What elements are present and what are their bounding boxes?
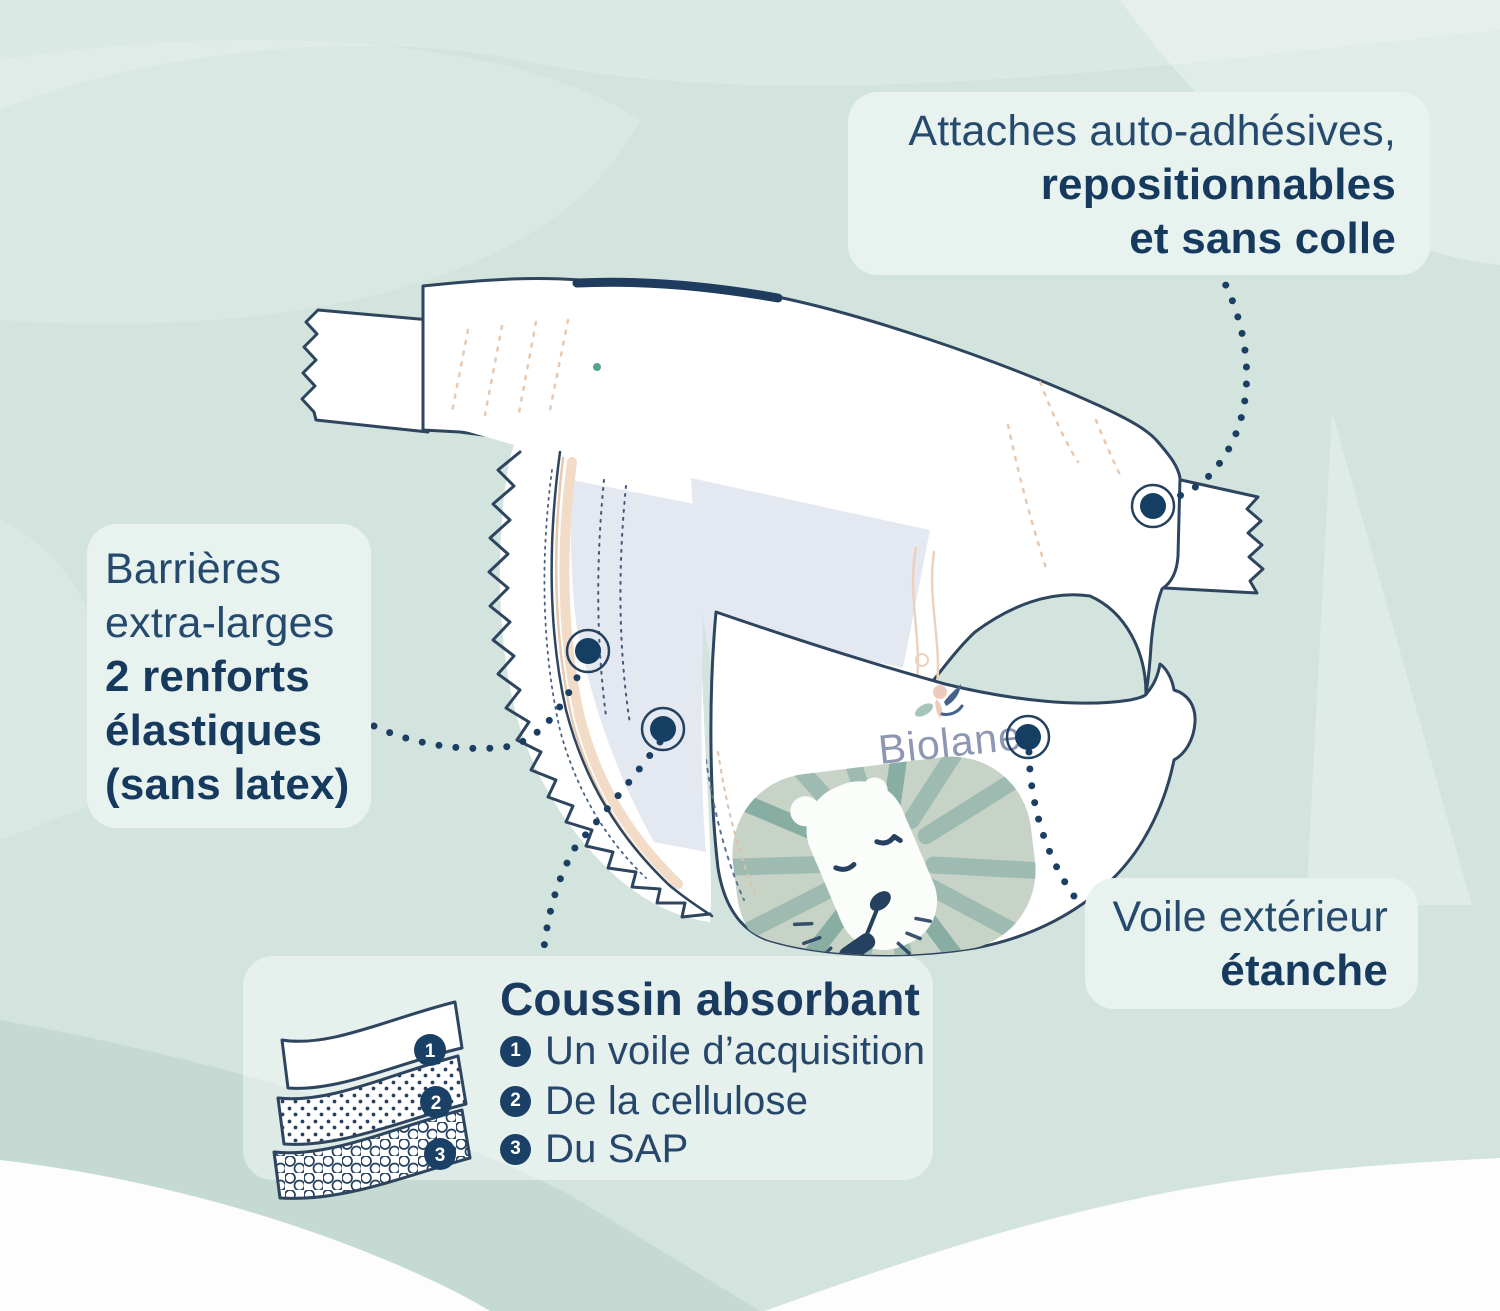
marker-attaches — [1130, 483, 1176, 529]
stitch-lines — [450, 318, 1123, 570]
connector-voile — [1025, 748, 1087, 912]
layer-badge-3: 3 — [424, 1138, 456, 1170]
item-badge-2: 2 — [500, 1085, 531, 1117]
feature-markers — [565, 483, 1176, 760]
callout-attaches-line2: repositionnables — [1040, 160, 1396, 209]
marker-coussin — [640, 706, 686, 752]
callout-barrieres: Barrières extra-larges 2 renforts élasti… — [87, 524, 371, 828]
svg-text:2: 2 — [431, 1093, 442, 1114]
callout-barrieres-line5: (sans latex) — [105, 760, 350, 809]
marker-barrieres — [565, 628, 611, 674]
callout-barrieres-line3: 2 renforts — [105, 652, 310, 701]
layers-diagram: 1 2 3 — [272, 1000, 472, 1200]
callout-barrieres-line1: Barrières — [105, 545, 282, 593]
callout-barrieres-line2: extra-larges — [105, 599, 335, 647]
absorbent-pad — [558, 448, 930, 668]
callout-voile: Voile extérieur étanche — [1085, 878, 1418, 1009]
layer-badge-2: 2 — [420, 1086, 452, 1118]
item-label-3: Du SAP — [545, 1126, 689, 1171]
callout-attaches-line3: et sans colle — [1129, 214, 1396, 263]
callout-attaches-line1: Attaches auto-adhésives, — [908, 107, 1396, 155]
coussin-item-3: 3 Du SAP — [500, 1126, 689, 1171]
connector-lines — [370, 266, 1251, 960]
gather-lines-front — [705, 751, 757, 901]
svg-text:1: 1 — [425, 1041, 436, 1062]
diaper: Biolane — [300, 276, 1265, 957]
left-tab — [300, 308, 432, 434]
item-badge-3: 3 — [500, 1133, 531, 1165]
connector-barrieres — [370, 660, 588, 752]
marker-voile — [1005, 714, 1051, 760]
crotch-ruffles — [455, 428, 714, 922]
callout-voile-line2: étanche — [1220, 946, 1388, 995]
connector-coussin — [539, 738, 664, 960]
lion-face — [790, 777, 938, 955]
item-badge-1: 1 — [500, 1035, 531, 1067]
callout-attaches: Attaches auto-adhésives, repositionnable… — [848, 92, 1430, 275]
callout-barrieres-line4: élastiques — [105, 706, 323, 755]
callout-voile-line1: Voile extérieur — [1112, 893, 1388, 941]
lion-illustration — [723, 747, 1045, 955]
connector-attaches — [1164, 266, 1251, 504]
coussin-item-2: 2 De la cellulose — [500, 1078, 809, 1123]
item-label-2: De la cellulose — [545, 1078, 809, 1123]
front-panel: Biolane — [705, 610, 1197, 957]
teal-dot — [593, 363, 601, 371]
coussin-item-1: 1 Un voile d’acquisition — [500, 1028, 926, 1073]
brand-emblem — [914, 684, 964, 718]
right-tab — [1163, 476, 1265, 595]
coussin-title: Coussin absorbant — [500, 973, 921, 1025]
svg-text:3: 3 — [435, 1145, 446, 1166]
item-label-1: Un voile d’acquisition — [545, 1028, 926, 1073]
layer-badge-1: 1 — [414, 1034, 446, 1066]
